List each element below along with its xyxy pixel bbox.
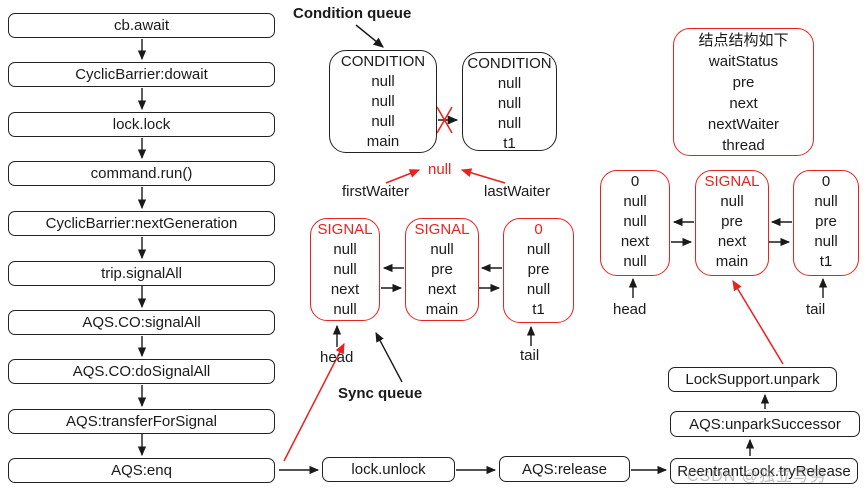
node-nextwaiter: null — [497, 115, 522, 132]
node-next: null — [526, 281, 551, 298]
flow-box-label: AQS:enq — [111, 462, 172, 479]
flow-box-lock-lock: lock.lock — [8, 112, 275, 137]
flow-box-label: AQS:unparkSuccessor — [689, 415, 841, 433]
release-tail-label: tail — [806, 301, 826, 318]
sync-tail-label: tail — [520, 347, 540, 364]
legend-pre: pre — [732, 74, 755, 91]
node-thread: t1 — [532, 301, 545, 318]
flow-box-label: AQS.CO:signalAll — [82, 314, 201, 331]
node-null2: null — [814, 233, 838, 250]
flow-box-label: lock.lock — [112, 116, 171, 133]
sync-head-label: head — [320, 349, 354, 366]
node-waitstatus: 0 — [821, 173, 831, 190]
node-null: null — [623, 193, 647, 210]
release-node-tail: 0 null pre null t1 — [793, 170, 859, 276]
flow-box-next-generation: CyclicBarrier:nextGeneration — [8, 211, 275, 236]
node-pre: null — [371, 73, 395, 90]
flow-box-label: LockSupport.unpark — [685, 371, 820, 388]
first-waiter-label: firstWaiter — [342, 183, 409, 200]
flow-box-trip-signalall: trip.signalAll — [8, 261, 275, 286]
node-waitstatus: CONDITION — [467, 55, 552, 72]
flow-box-label: command.run() — [90, 165, 193, 182]
flow-box-tryrelease: ReentrantLock.tryRelease — [670, 458, 858, 484]
unpark-to-signal-red-arrow — [732, 279, 784, 365]
flow-box-aqs-co-dosignalall: AQS.CO:doSignalAll — [8, 359, 275, 384]
flow-box-label: AQS.CO:doSignalAll — [72, 363, 211, 380]
node-next: null — [371, 93, 395, 110]
legend-title: 结点结构如下 — [698, 32, 789, 49]
sync-node-main: SIGNAL null pre next main — [405, 218, 479, 321]
flow-box-command-run: command.run() — [8, 161, 275, 186]
sync-node-tail: 0 null pre null t1 — [503, 218, 574, 323]
node-thread: t1 — [503, 135, 516, 152]
release-node-head: 0 null null next null — [600, 170, 670, 276]
node-pre: pre — [527, 261, 550, 278]
flow-box-label: CyclicBarrier:nextGeneration — [45, 215, 238, 232]
node-null: null — [720, 193, 744, 210]
node-waitstatus: 0 — [534, 221, 543, 238]
flow-box-cb-await: cb.await — [8, 13, 275, 38]
node-structure-legend: 结点结构如下 waitStatus pre next nextWaiter th… — [673, 28, 814, 156]
flow-box-locksupport-unpark: LockSupport.unpark — [668, 367, 837, 392]
null-pointer-label: null — [428, 161, 452, 178]
node-pre2: null — [333, 261, 357, 278]
node-null: null — [526, 241, 551, 258]
sync-node-head: SIGNAL null null next null — [310, 218, 380, 321]
node-pre: null — [497, 75, 522, 92]
flow-box-label: AQS:release — [521, 460, 608, 478]
node-null: null — [430, 241, 454, 258]
flow-box-label: AQS:transferForSignal — [66, 413, 217, 430]
node-thread: main — [715, 253, 749, 270]
release-node-main: SIGNAL null pre next main — [695, 170, 769, 276]
release-head-label: head — [613, 301, 647, 318]
flow-box-transferforsignal: AQS:transferForSignal — [8, 409, 275, 434]
node-thread: t1 — [819, 253, 833, 270]
csdn-watermark: CSDN @独立写势 — [687, 468, 828, 485]
node-next: next — [717, 233, 747, 250]
flow-box-label: CyclicBarrier:dowait — [75, 66, 208, 83]
last-waiter-label: lastWaiter — [484, 183, 551, 200]
node-null: null — [814, 193, 838, 210]
flow-box-aqs-co-signalall: AQS.CO:signalAll — [8, 310, 275, 335]
legend-next: next — [729, 95, 758, 112]
flow-box-dowait: CyclicBarrier:dowait — [8, 62, 275, 87]
sync-queue-title: Sync queue — [338, 385, 423, 402]
flow-box-label: lock.unlock — [351, 461, 426, 478]
flow-box-lock-unlock: lock.unlock — [322, 457, 455, 482]
node-next: next — [427, 281, 457, 298]
node-next: next — [330, 281, 360, 298]
node-thread: null — [623, 253, 647, 270]
flow-box-label: cb.await — [113, 17, 170, 34]
legend-waitstatus: waitStatus — [708, 53, 779, 70]
node-next: null — [497, 95, 522, 112]
node-waitstatus: SIGNAL — [317, 221, 373, 238]
node-thread: null — [333, 301, 357, 318]
node-thread: main — [425, 301, 459, 318]
flow-box-label: ReentrantLock.tryRelease — [677, 462, 851, 480]
condition-queue-title: Condition queue — [293, 5, 412, 22]
node-waitstatus: SIGNAL — [704, 173, 760, 190]
red-x-mark — [436, 106, 453, 134]
flow-box-unparksuccessor: AQS:unparkSuccessor — [670, 411, 860, 437]
condition-node-t1: CONDITION null null null t1 — [462, 52, 557, 152]
node-next: next — [620, 233, 650, 250]
legend-nextwaiter: nextWaiter — [707, 116, 780, 133]
node-nextwaiter: null — [371, 113, 395, 130]
node-waitstatus: SIGNAL — [414, 221, 470, 238]
node-pre: pre — [721, 213, 743, 230]
condition-node-main: CONDITION null null null main — [329, 50, 437, 153]
node-pre: pre — [815, 213, 837, 230]
node-waitstatus: CONDITION — [340, 53, 426, 70]
node-null2: null — [623, 213, 647, 230]
flow-box-aqs-release: AQS:release — [499, 456, 630, 482]
legend-thread: thread — [722, 137, 765, 154]
node-thread: main — [366, 133, 400, 150]
node-waitstatus: 0 — [630, 173, 640, 190]
flow-box-aqs-enq: AQS:enq — [8, 458, 275, 483]
flow-box-label: trip.signalAll — [101, 265, 182, 282]
node-pre: null — [333, 241, 357, 258]
node-pre: pre — [431, 261, 453, 278]
